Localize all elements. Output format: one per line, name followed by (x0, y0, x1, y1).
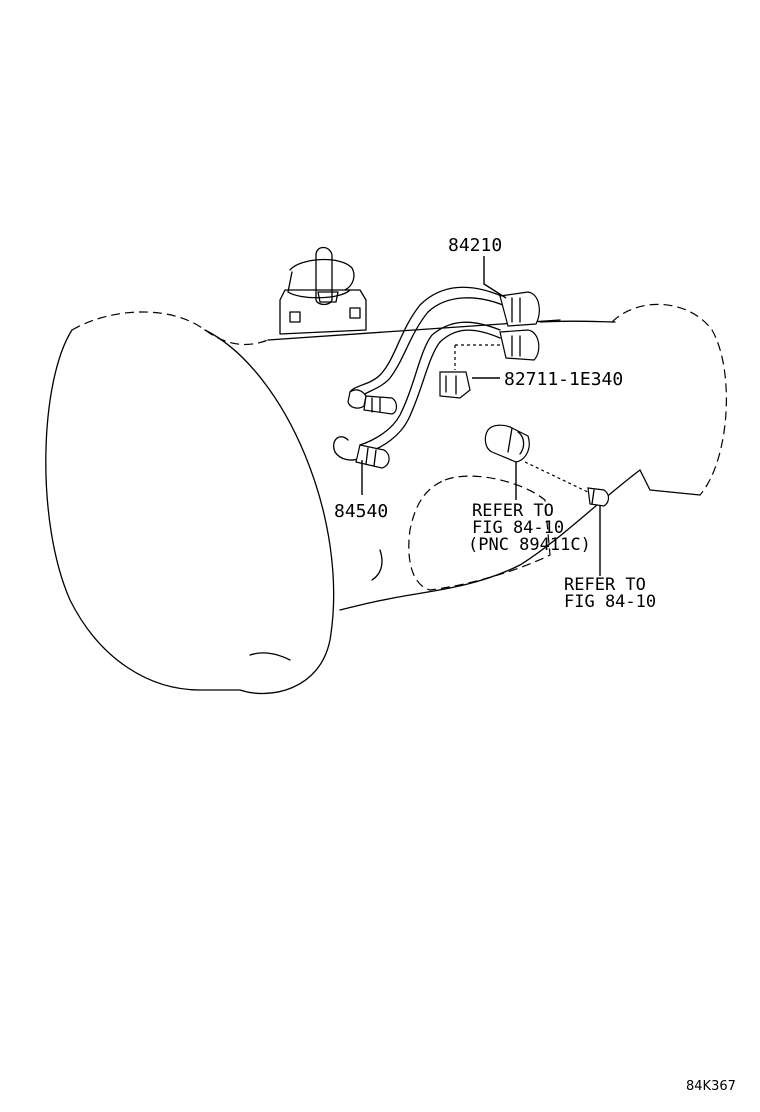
shift-lever-assembly (279, 246, 367, 335)
bolt (587, 487, 610, 507)
refer-a-line1: REFER TO (472, 501, 554, 521)
harness-clamp (439, 344, 500, 399)
label-84540: 84540 (334, 501, 388, 522)
refer-a-line3: (PNC 89411C) (468, 535, 591, 555)
wire-harness (349, 286, 540, 453)
speed-sensor (484, 424, 593, 495)
label-82711-1E340: 82711-1E340 (504, 369, 623, 390)
neutral-start-switch (333, 389, 398, 469)
transmission-housing (45, 303, 727, 695)
leader-lines (361, 256, 601, 576)
refer-b-line2: FIG 84-10 (564, 592, 656, 612)
refer-b-line1: REFER TO (564, 575, 646, 595)
label-84210: 84210 (448, 235, 502, 256)
illustration-id: 84K367 (686, 1079, 736, 1094)
refer-a-line2: FIG 84-10 (472, 518, 564, 538)
